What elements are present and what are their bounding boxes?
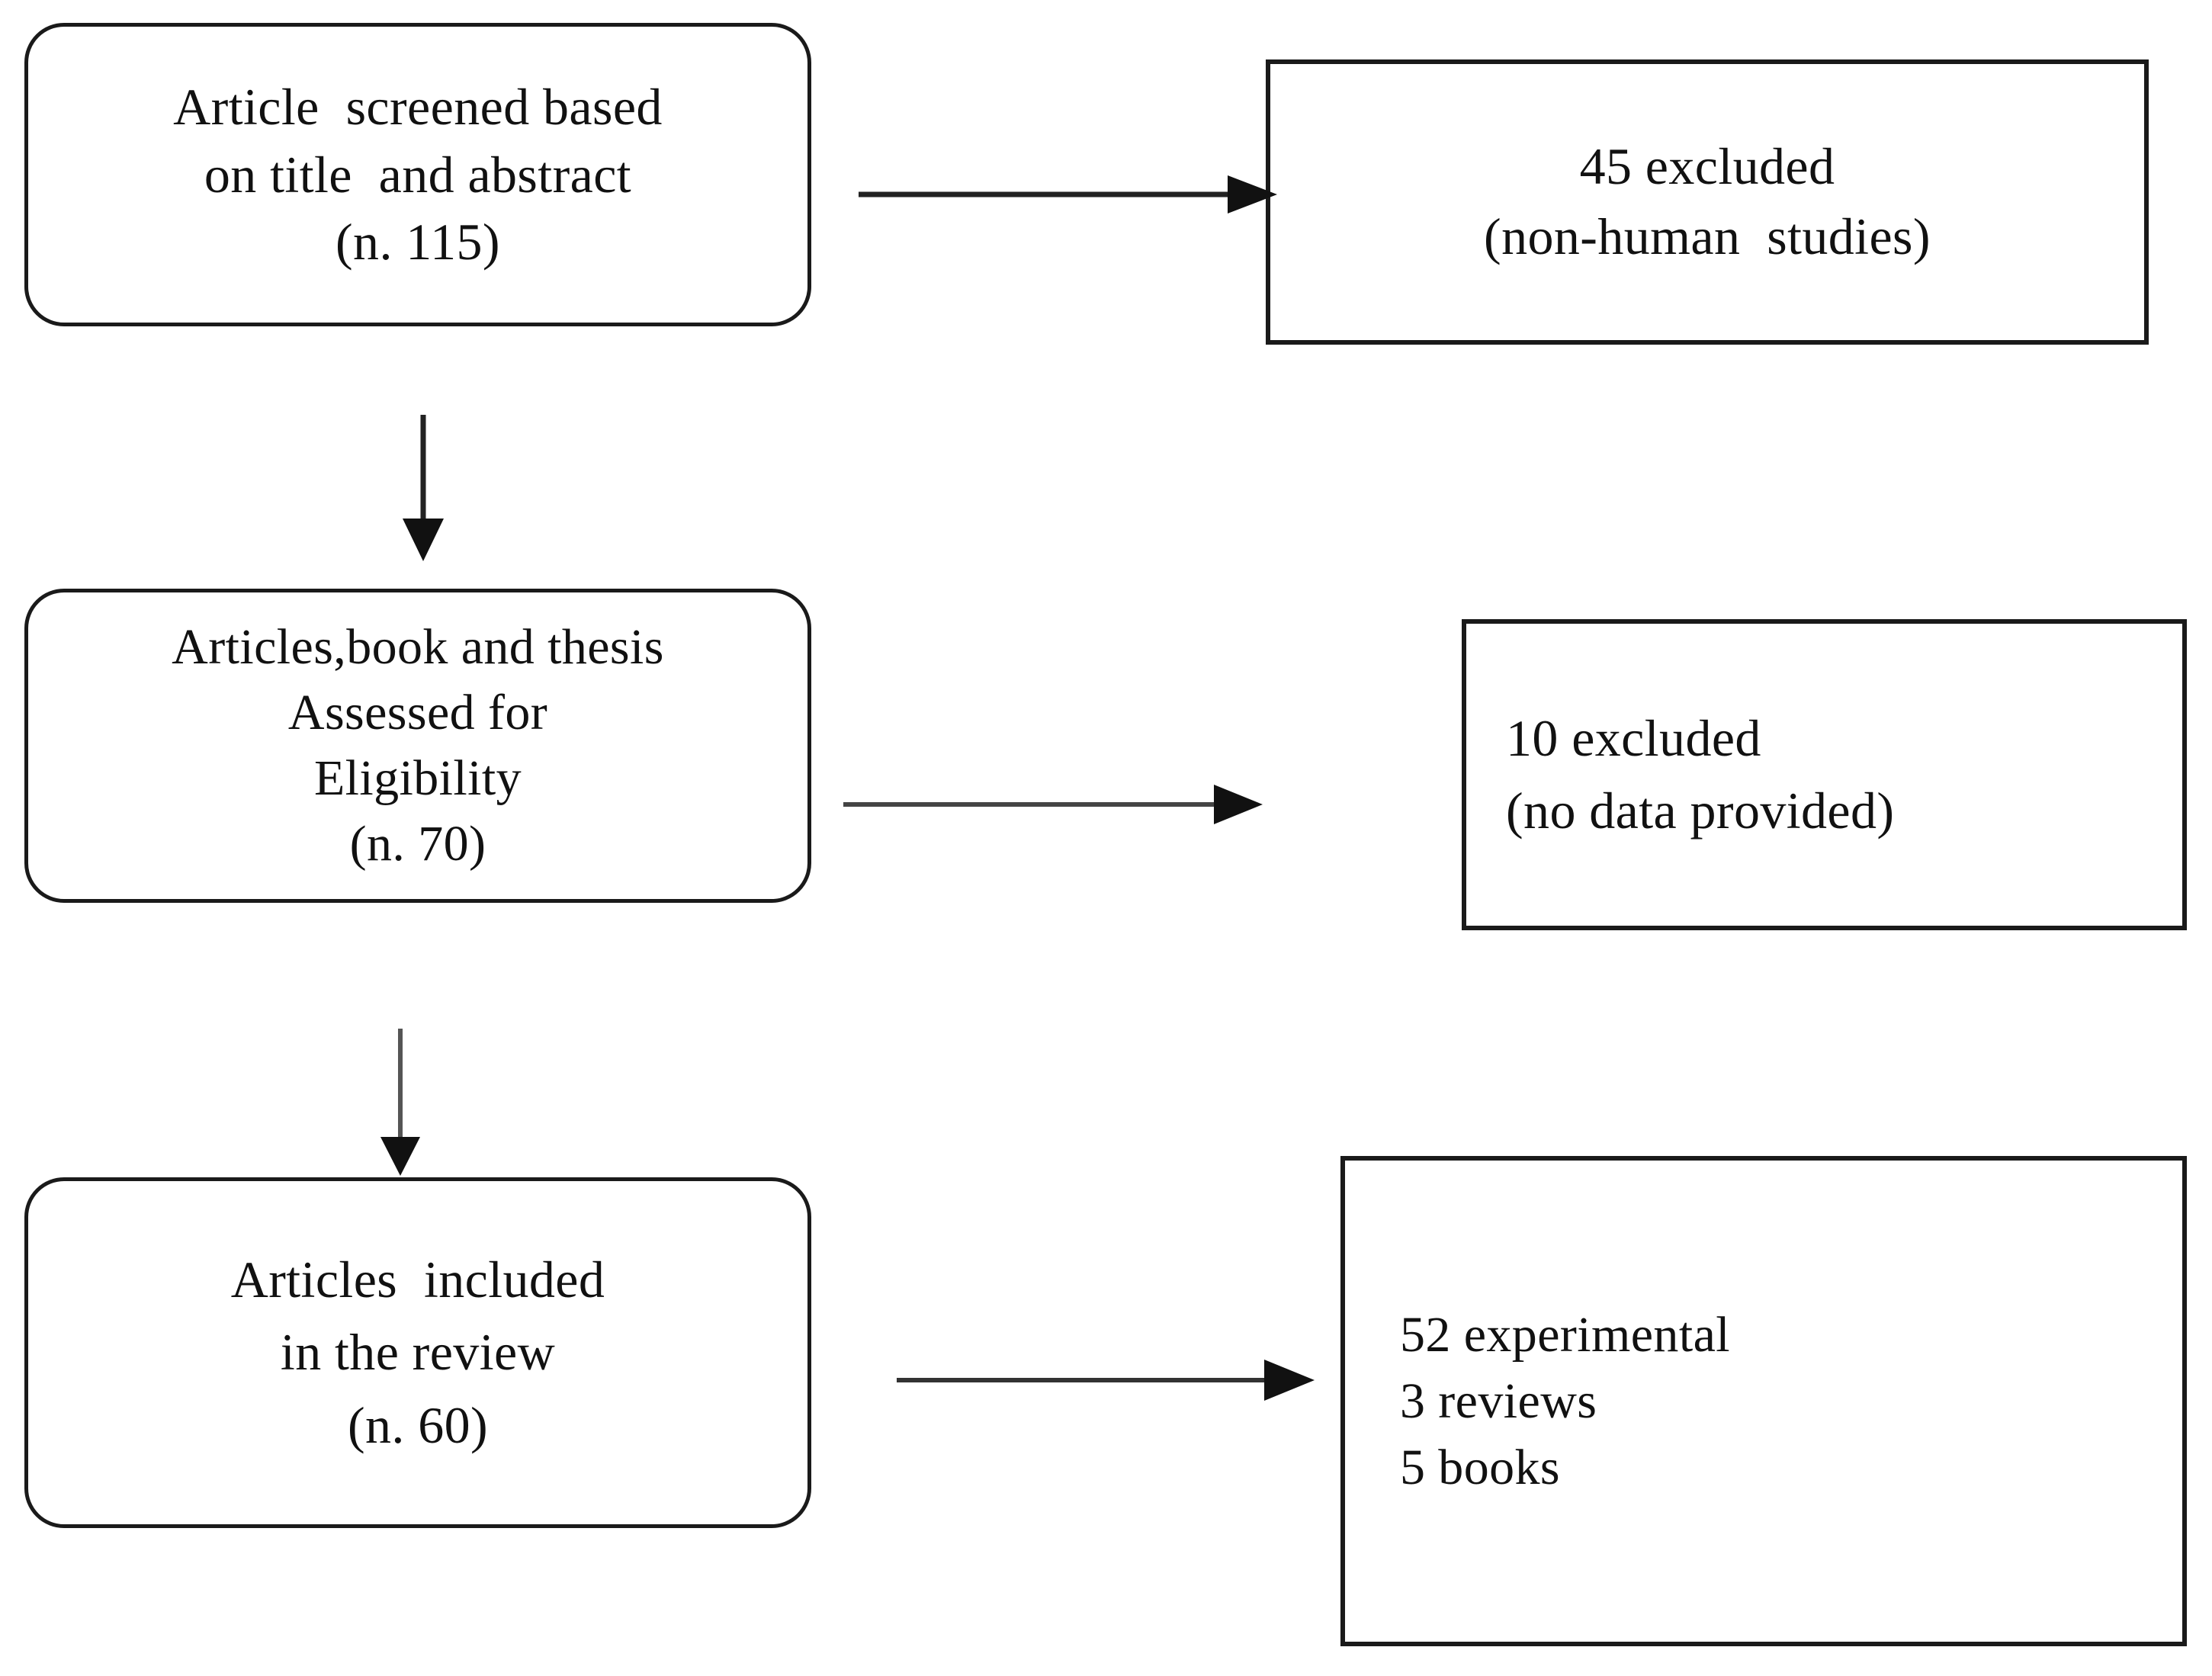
- node-breakdown-books: 5 books: [1400, 1440, 1560, 1496]
- node-breakdown-experimental: 52 experimental: [1400, 1306, 1731, 1363]
- node-assessed-line-3: Eligibility: [313, 750, 522, 806]
- node-excluded-non-human-count: 45 excluded: [1579, 137, 1835, 196]
- arrow-included-to-breakdown: [897, 1360, 1315, 1401]
- node-excluded-no-data-count: 10 excluded: [1506, 708, 1761, 767]
- node-articles-included-count: (n. 60): [347, 1395, 489, 1454]
- node-articles-screened-count: (n. 115): [335, 213, 500, 271]
- node-excluded-no-data[interactable]: 10 excluded (no data provided): [1462, 619, 2187, 930]
- node-assessed-line-1: Articles,book and thesis: [172, 619, 664, 676]
- node-assessed-line-2: Assessed for: [287, 685, 548, 741]
- node-articles-included-line-1: Articles included: [230, 1251, 605, 1309]
- node-excluded-non-human[interactable]: 45 excluded (non-human studies): [1266, 59, 2149, 345]
- node-articles-screened-line-2: on title and abstract: [204, 145, 632, 204]
- node-assessed-for-eligibility[interactable]: Articles,book and thesis Assessed for El…: [24, 589, 811, 903]
- node-excluded-non-human-reason: (non-human studies): [1484, 207, 1931, 265]
- node-articles-screened[interactable]: Article screened based on title and abst…: [24, 23, 811, 326]
- node-articles-screened-line-1: Article screened based: [173, 78, 663, 136]
- node-articles-included-line-2: in the review: [280, 1323, 556, 1382]
- node-assessed-count: (n. 70): [349, 815, 486, 872]
- node-excluded-no-data-reason: (no data provided): [1506, 782, 1895, 840]
- arrow-assessed-to-excluded-no-data: [843, 785, 1263, 824]
- node-breakdown-reviews: 3 reviews: [1400, 1373, 1597, 1429]
- node-articles-included[interactable]: Articles included in the review (n. 60): [24, 1177, 811, 1528]
- node-included-breakdown[interactable]: 52 experimental 3 reviews 5 books: [1340, 1156, 2187, 1646]
- arrow-screened-to-excluded-non-human: [859, 175, 1277, 214]
- arrow-assessed-to-included: [380, 1029, 420, 1176]
- arrow-screened-to-assessed: [403, 415, 444, 561]
